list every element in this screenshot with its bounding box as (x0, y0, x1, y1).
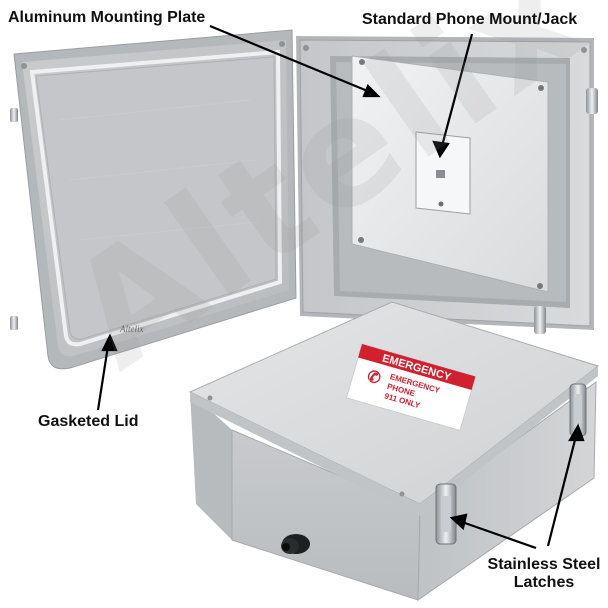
callout-mounting-plate: Aluminum Mounting Plate (8, 9, 206, 26)
hinge (10, 316, 18, 330)
arrow-head (449, 513, 468, 531)
latch (586, 88, 598, 114)
arrow-phone-jack (440, 33, 474, 147)
phone-glyph: ✆ (365, 368, 383, 388)
arrow-mounting-plate (209, 24, 371, 94)
callout-arrows (96, 24, 585, 550)
lid-screw (279, 41, 285, 47)
arrow-head (362, 84, 381, 98)
arrow-head (568, 423, 585, 442)
hinge (10, 108, 18, 122)
lid-logo: Altelix (119, 324, 144, 334)
arrow-gasketed-lid (96, 345, 110, 411)
callout-latches: Stainless Steel Latches (482, 556, 606, 593)
latch (534, 306, 546, 334)
enclosure-body (296, 36, 598, 334)
callout-latches-line2: Latches (513, 574, 575, 592)
arrow-latches-side (546, 435, 578, 547)
callout-gasketed-lid: Gasketed Lid (38, 413, 139, 430)
arrow-head (101, 333, 118, 352)
cable-gland (281, 534, 310, 554)
side-latch (569, 383, 587, 437)
closed-enclosure: EMERGENCY ✆ EMERGENCY PHONE 911 ONLY (188, 301, 600, 601)
lid-screw (21, 63, 27, 69)
arrow-latches-front (461, 520, 537, 550)
arrow-head (432, 140, 450, 159)
callout-latches-line1: Stainless Steel (487, 556, 601, 573)
open-lid: Altelix (10, 29, 297, 370)
phone-jack (415, 131, 471, 215)
callout-phone-mount: Standard Phone Mount/Jack (362, 11, 578, 28)
front-latch (435, 483, 457, 545)
